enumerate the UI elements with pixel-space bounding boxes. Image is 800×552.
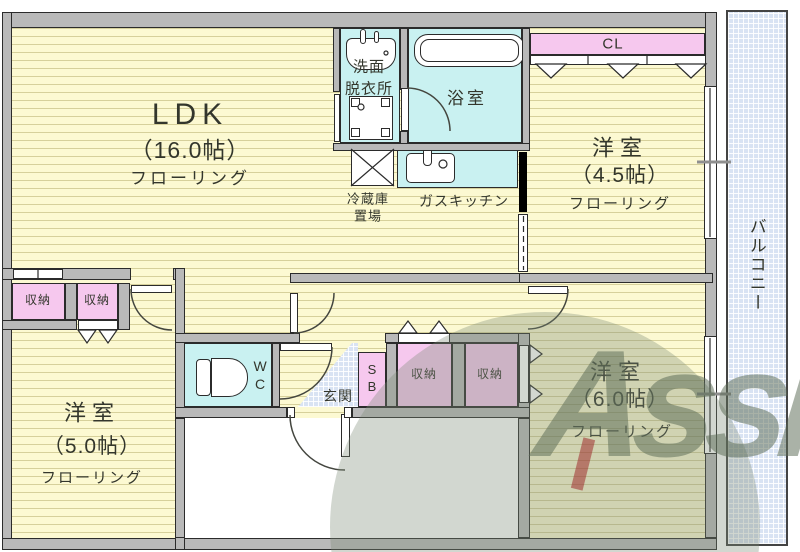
bifold-triangle xyxy=(534,63,568,79)
door-jamb xyxy=(344,407,352,418)
label-ldk-floor: フローリング xyxy=(130,169,250,189)
label-balcony: バルコニー xyxy=(746,217,766,313)
door-bath xyxy=(401,88,409,131)
label-west45-name: 洋室 xyxy=(591,135,649,161)
faucet-icon xyxy=(360,29,366,44)
wall xyxy=(175,407,287,418)
label-fridge-2: 置場 xyxy=(353,208,383,224)
label-bath: 浴室 xyxy=(447,89,487,109)
label-ldk-name: LDK xyxy=(151,97,229,131)
label-west60-name: 洋室 xyxy=(589,359,647,385)
storage-mid-2-area xyxy=(465,343,518,407)
door-arc xyxy=(293,292,335,334)
door-jamb xyxy=(287,407,295,418)
label-storage-mid-2: 収納 xyxy=(476,367,504,382)
pillar-black xyxy=(519,152,527,212)
wall xyxy=(333,28,340,92)
closet-track-west60 xyxy=(519,345,529,403)
door-arc xyxy=(130,288,173,331)
wall xyxy=(2,320,77,330)
storage-bl-1-area xyxy=(12,283,65,320)
washer-pan xyxy=(349,96,393,140)
door-arc xyxy=(527,288,569,330)
label-west60-size: （6.0帖） xyxy=(570,387,670,411)
basin-drain xyxy=(383,50,389,56)
entrance-alcove xyxy=(185,418,518,538)
wall xyxy=(386,343,397,407)
storage-bl-2-area xyxy=(77,283,118,320)
wall xyxy=(65,283,77,320)
label-entrance: 玄関 xyxy=(323,387,353,404)
storage-mid-1-area xyxy=(397,343,452,407)
wall xyxy=(352,407,530,418)
toilet-tank xyxy=(196,359,211,396)
label-storage-bl-1: 収納 xyxy=(24,293,52,308)
door-arc xyxy=(406,87,451,132)
sliding-door xyxy=(518,214,528,272)
wall xyxy=(452,343,465,407)
washer-pan-corner xyxy=(381,128,390,137)
label-west50-name: 洋室 xyxy=(63,400,121,426)
bifold-triangle xyxy=(606,63,640,79)
wall xyxy=(518,418,530,538)
wall xyxy=(333,143,530,151)
shoebox-area xyxy=(358,352,386,407)
label-cl: CL xyxy=(602,35,624,53)
bifold-triangle xyxy=(397,320,419,334)
label-west50-size: （5.0帖） xyxy=(42,434,142,458)
balcony-area xyxy=(726,10,788,546)
label-washroom-1: 洗面 xyxy=(352,58,386,76)
kitchen-faucet-knob xyxy=(438,159,448,169)
fridge-x-mark xyxy=(350,148,395,187)
washer-pan-corner xyxy=(351,98,360,107)
wall xyxy=(290,273,520,283)
label-storage-mid-1: 収納 xyxy=(410,367,438,382)
label-ldk-size: （16.0帖） xyxy=(129,136,251,163)
washer-pan-corner xyxy=(351,128,360,137)
label-west50-floor: フローリング xyxy=(40,469,144,487)
bathtub-inner xyxy=(420,39,519,62)
label-west45-size: （4.5帖） xyxy=(570,163,670,187)
wall xyxy=(175,418,185,538)
washer-pan-corner xyxy=(381,98,390,107)
wall xyxy=(175,333,300,343)
bifold-triangle xyxy=(529,343,543,365)
label-fridge-1: 冷蔵庫 xyxy=(346,191,390,207)
bifold-triangle xyxy=(529,383,543,405)
closet-cl-area xyxy=(530,33,705,55)
closet-track-hall xyxy=(398,333,450,343)
label-storage-bl-2: 収納 xyxy=(83,293,111,308)
door-arc xyxy=(279,346,333,400)
wall xyxy=(272,343,280,407)
bifold-triangle xyxy=(428,320,450,334)
toilet-bowl xyxy=(211,358,248,397)
label-sb: SB xyxy=(364,362,380,396)
bifold-triangle xyxy=(76,329,98,345)
label-west60-floor: フローリング xyxy=(570,423,674,441)
bifold-triangle xyxy=(97,329,119,345)
label-washroom-2: 脱衣所 xyxy=(344,80,394,98)
door-arc xyxy=(289,414,346,471)
label-wc: WC xyxy=(252,358,269,394)
label-kitchen: ガスキッチン xyxy=(419,192,509,209)
label-west45-floor: フローリング xyxy=(568,195,672,213)
wall xyxy=(118,283,130,330)
bifold-triangle xyxy=(674,63,708,79)
faucet-icon xyxy=(374,31,379,43)
door-washroom xyxy=(334,94,340,142)
washer-drain xyxy=(357,103,365,111)
